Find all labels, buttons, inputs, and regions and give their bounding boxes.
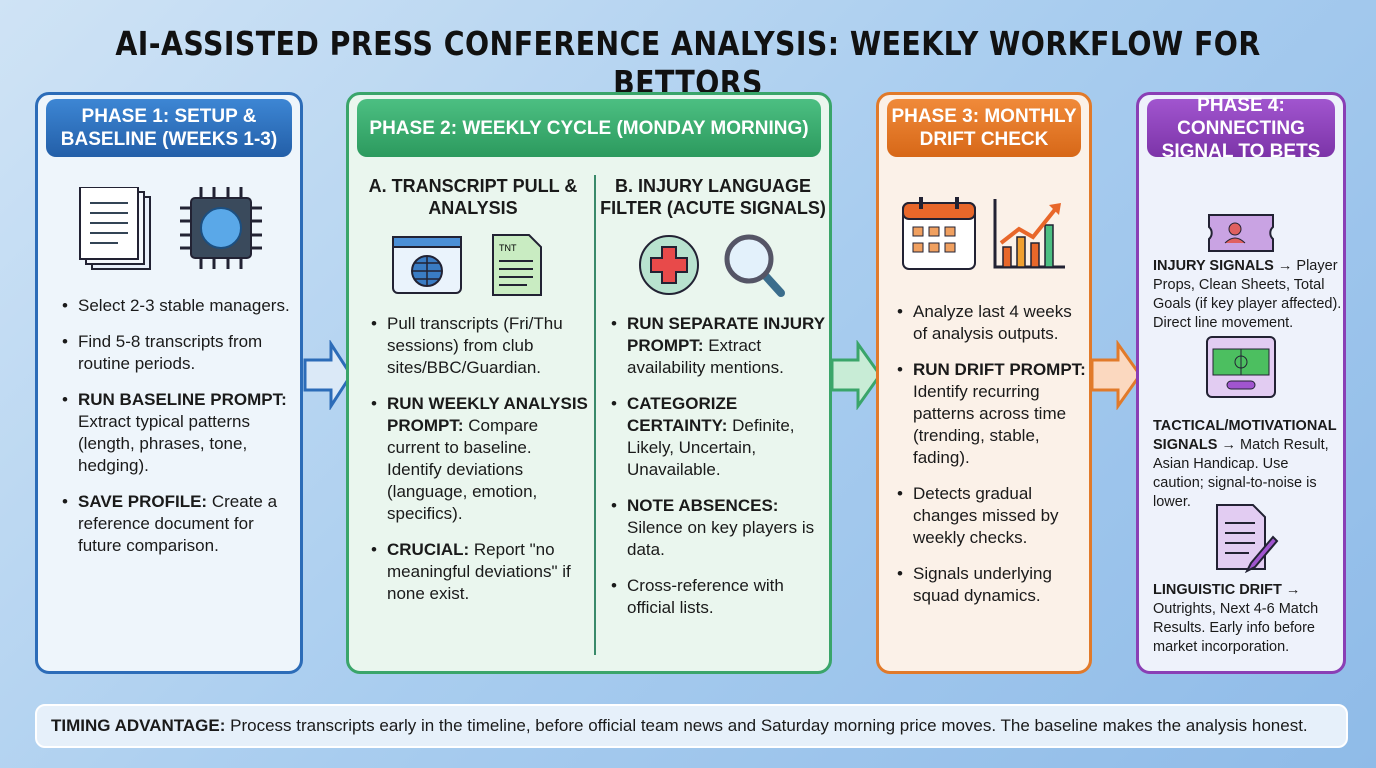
bullet: Select 2-3 stable managers. [62,295,298,317]
signal-linguistic-drift: LINGUISTIC DRIFT → Outrights, Next 4-6 M… [1153,582,1319,655]
subsection-a-bullets: Pull transcripts (Fri/Thu sessions) from… [371,313,591,619]
bullet: CRUCIAL: Report "no meaningful deviation… [371,539,591,605]
phase3-panel: PHASE 3: MONTHLY DRIFT CHECK Analyze las… [876,92,1092,674]
footer-text: Process transcripts early in the timelin… [225,716,1308,735]
bullet: RUN BASELINE PROMPT: Extract typical pat… [62,389,298,477]
magnifying-glass-icon [724,234,785,297]
bullet: Detects gradual changes missed by weekly… [897,483,1087,549]
web-browser-globe-icon [392,236,462,294]
bullet: RUN WEEKLY ANALYSIS PROMPT: Compare curr… [371,393,591,525]
signal-injury: INJURY SIGNALS → Player Props, Clean She… [1153,258,1342,331]
subsection-b-bullets: RUN SEPARATE INJURY PROMPT: Extract avai… [611,313,825,633]
timing-advantage-footer: TIMING ADVANTAGE: Process transcripts ea… [35,704,1348,748]
trend-chart-icon [993,199,1065,269]
divider [594,175,596,655]
phase2-header: PHASE 2: WEEKLY CYCLE (MONDAY MORNING) [357,99,821,157]
football-pitch-screen-icon [1206,336,1276,398]
arrow-right-icon [303,340,353,410]
arrow-right-icon [830,340,882,410]
bullet: Pull transcripts (Fri/Thu sessions) from… [371,313,591,379]
signal-tactical: TACTICAL/MOTIVATIONAL SIGNALS → Match Re… [1153,418,1337,510]
bullet: SAVE PROFILE: Create a reference documen… [62,491,298,557]
phase1-panel: PHASE 1: SETUP & BASELINE (WEEKS 1-3) Se… [35,92,303,674]
medical-cross-icon [639,235,699,295]
phase4-panel: PHASE 4: CONNECTING SIGNAL TO BETS INJUR… [1136,92,1346,674]
bullet: Cross-reference with official lists. [611,575,825,619]
phase4-header: PHASE 4: CONNECTING SIGNAL TO BETS [1147,95,1335,162]
phase1-bullets: Select 2-3 stable managers. Find 5-8 tra… [62,295,298,571]
ai-chip-brain-icon [180,187,262,269]
bullet: Signals underlying squad dynamics. [897,563,1087,607]
footer-label: TIMING ADVANTAGE: [51,716,226,735]
subsection-a-title: A. TRANSCRIPT PULL & ANALYSIS [368,176,578,218]
calendar-icon [902,197,976,270]
phase3-header: PHASE 3: MONTHLY DRIFT CHECK [887,99,1081,157]
phase3-bullets: Analyze last 4 weeks of analysis outputs… [897,301,1087,621]
subsection-b-title: B. INJURY LANGUAGE FILTER (ACUTE SIGNALS… [600,176,826,218]
documents-icon [79,187,151,270]
bullet: RUN SEPARATE INJURY PROMPT: Extract avai… [611,313,825,379]
bullet: Analyze last 4 weeks of analysis outputs… [897,301,1087,345]
transcript-document-icon: TNT [492,234,542,296]
bullet: NOTE ABSENCES: Silence on key players is… [611,495,825,561]
document-label: TNT [499,243,517,253]
bullet: RUN DRIFT PROMPT: Identify recurring pat… [897,359,1087,469]
arrow-right-icon [1090,340,1142,410]
bullet: Find 5-8 transcripts from routine period… [62,331,298,375]
phase1-header: PHASE 1: SETUP & BASELINE (WEEKS 1-3) [46,99,292,157]
ticket-icon [1208,214,1274,252]
document-pencil-icon [1216,504,1279,573]
page-title: AI-ASSISTED PRESS CONFERENCE ANALYSIS: W… [115,24,1261,102]
bullet: CATEGORIZE CERTAINTY: Definite, Likely, … [611,393,825,481]
phase2-panel: PHASE 2: WEEKLY CYCLE (MONDAY MORNING) A… [346,92,832,674]
